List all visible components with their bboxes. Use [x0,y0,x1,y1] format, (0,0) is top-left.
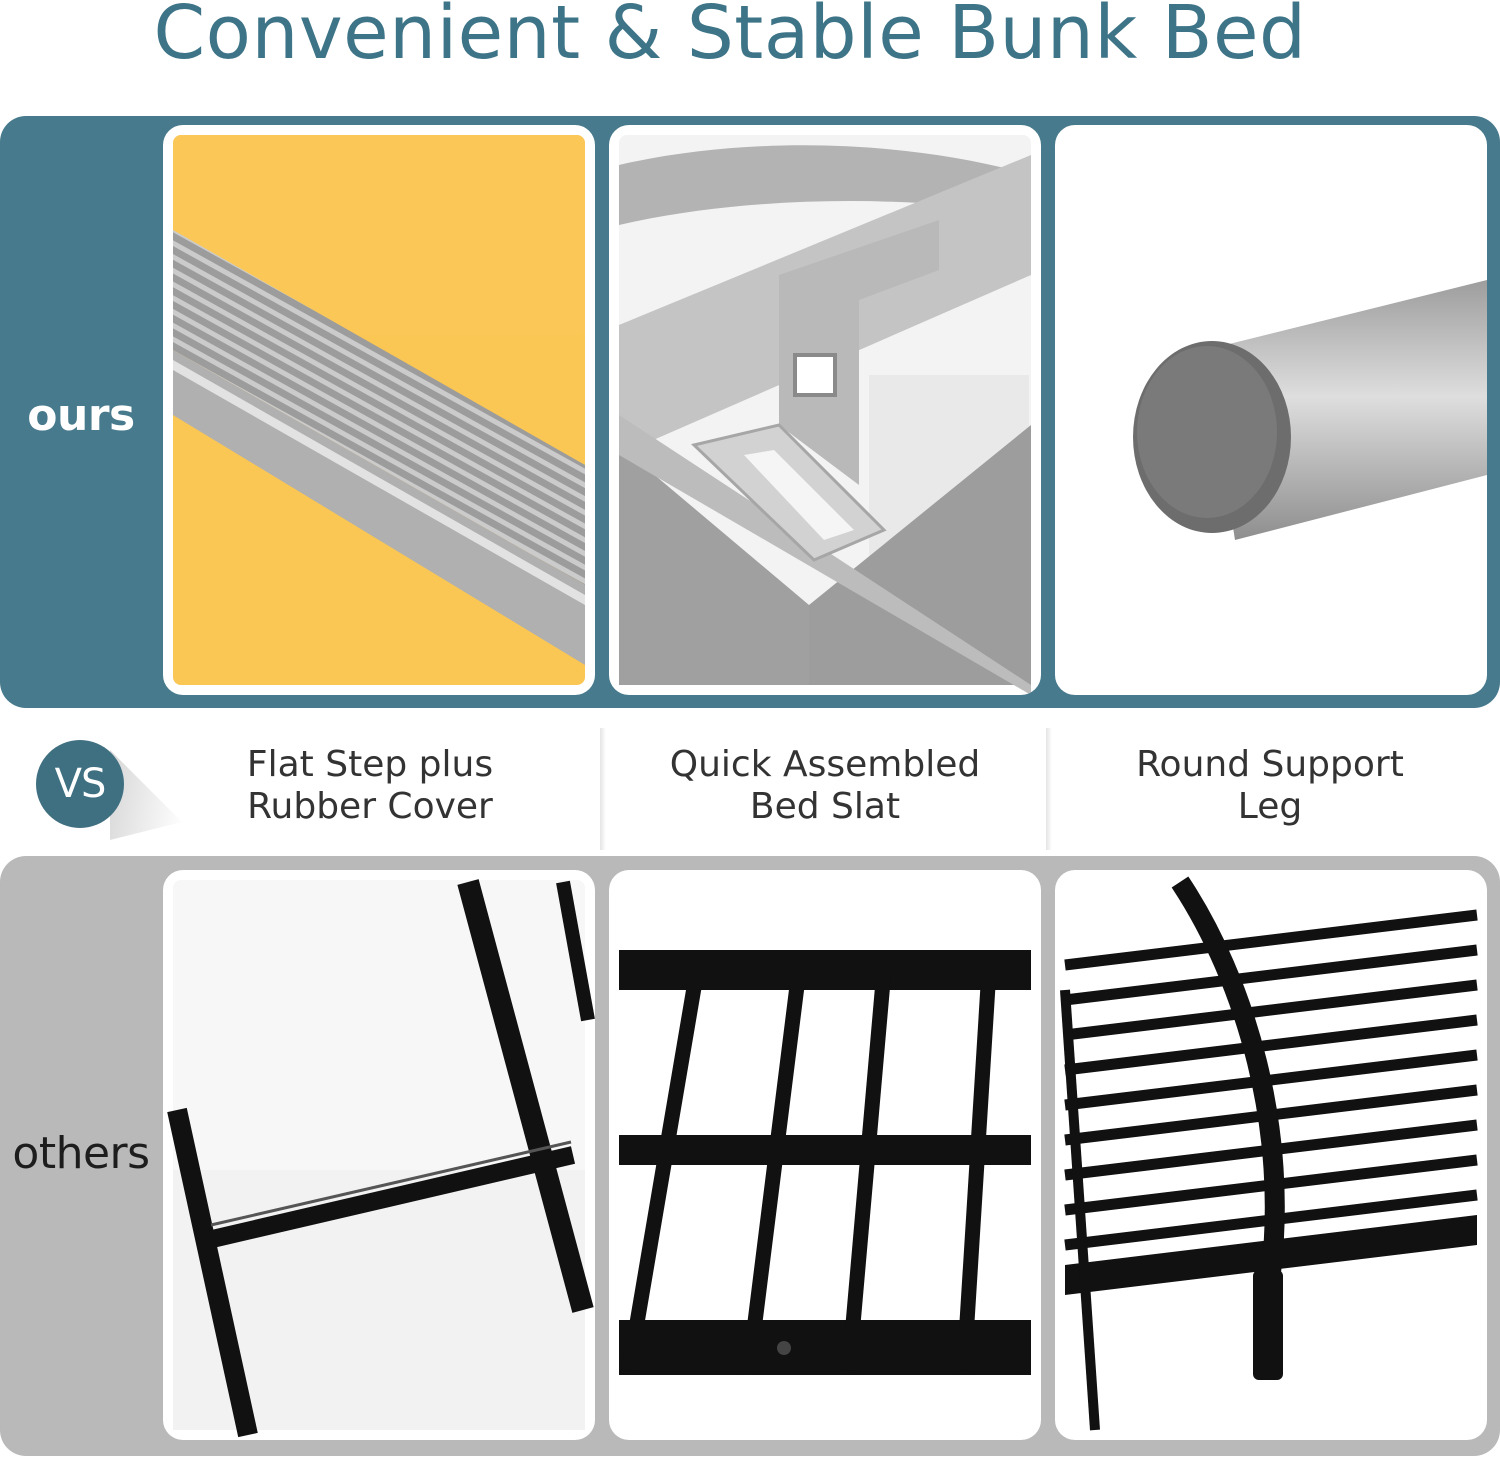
feature-caption-line: Flat Step plus [246,744,494,785]
feature-caption-line: Leg [1237,786,1303,827]
ours-label: ours [27,390,135,441]
feature-caption-round-leg: Round Support Leg [1060,744,1480,828]
others-leg-photo [1055,870,1487,1440]
caption-divider [600,728,606,850]
ours-bed-slat-photo [609,125,1041,695]
feature-caption-line: Rubber Cover [247,786,493,827]
others-ladder-photo [163,870,595,1440]
feature-caption-line: Quick Assembled [669,744,981,785]
others-slat-photo [609,870,1041,1440]
feature-caption-line: Bed Slat [749,786,901,827]
ours-flat-step-photo [163,125,595,695]
feature-caption-bed-slat: Quick Assembled Bed Slat [615,744,1035,828]
ours-round-leg-photo [1055,125,1487,695]
caption-divider [1046,728,1052,850]
page-title: Convenient & Stable Bunk Bed [153,0,1307,76]
feature-caption-line: Round Support [1136,744,1404,785]
others-label: others [12,1128,150,1179]
feature-caption-flat-step: Flat Step plus Rubber Cover [160,744,580,828]
vs-badge: VS [36,740,124,828]
